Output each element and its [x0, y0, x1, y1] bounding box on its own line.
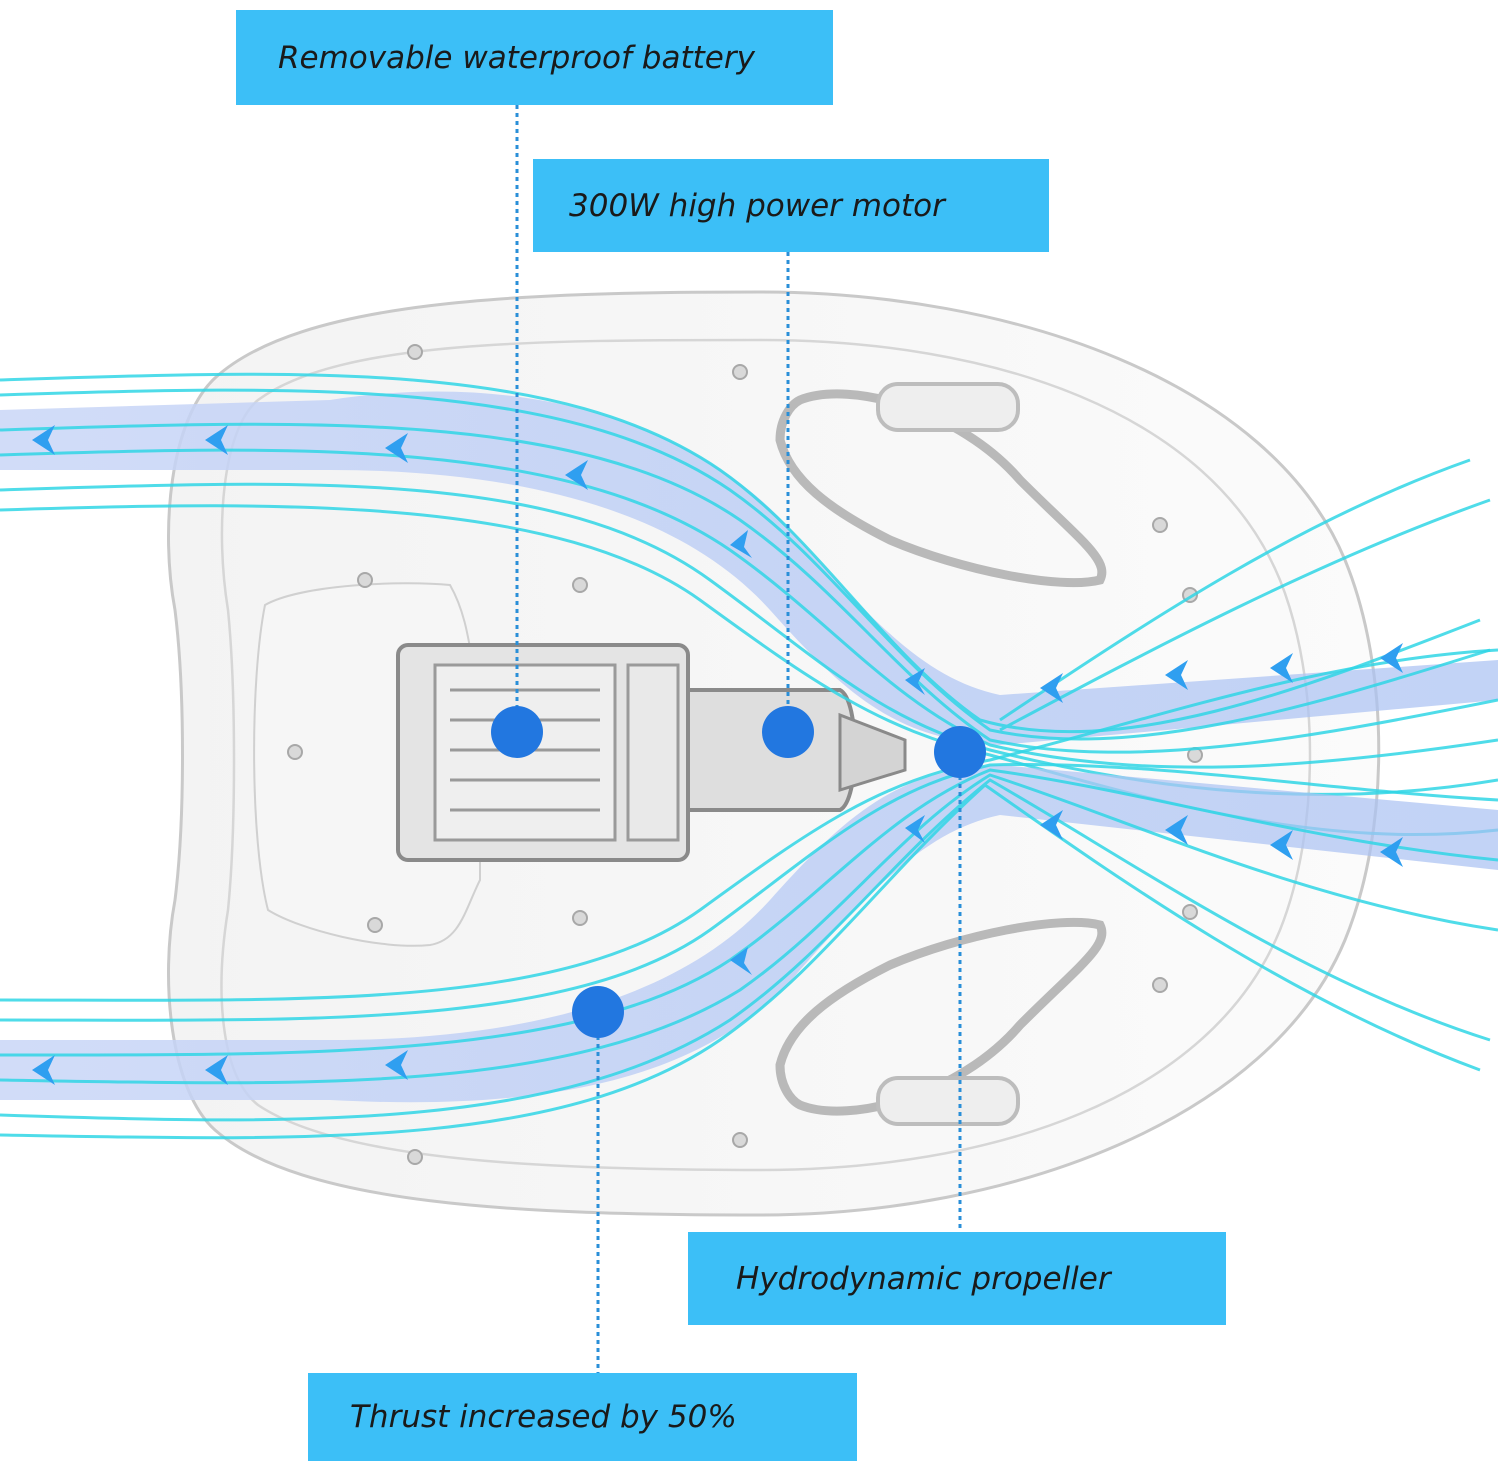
thrust-callout-label: Thrust increased by 50%: [308, 1373, 857, 1461]
battery-marker: [491, 706, 543, 758]
motor-callout-label: 300W high power motor: [533, 159, 1049, 252]
thrust-marker: [572, 986, 624, 1038]
bottom-handle: [775, 917, 1107, 1126]
top-handle: [775, 382, 1107, 588]
lower-flow-channel: [0, 648, 1498, 1140]
propeller-marker: [934, 726, 986, 778]
motor-marker: [762, 706, 814, 758]
callout-leader-lines: [515, 105, 962, 1373]
battery-callout-label: Removable waterproof battery: [236, 10, 833, 105]
flow-direction-arrows: [32, 425, 1403, 1085]
callout-markers: [491, 706, 986, 1038]
propeller-callout-label: Hydrodynamic propeller: [688, 1232, 1226, 1325]
battery-pack: [396, 643, 690, 862]
